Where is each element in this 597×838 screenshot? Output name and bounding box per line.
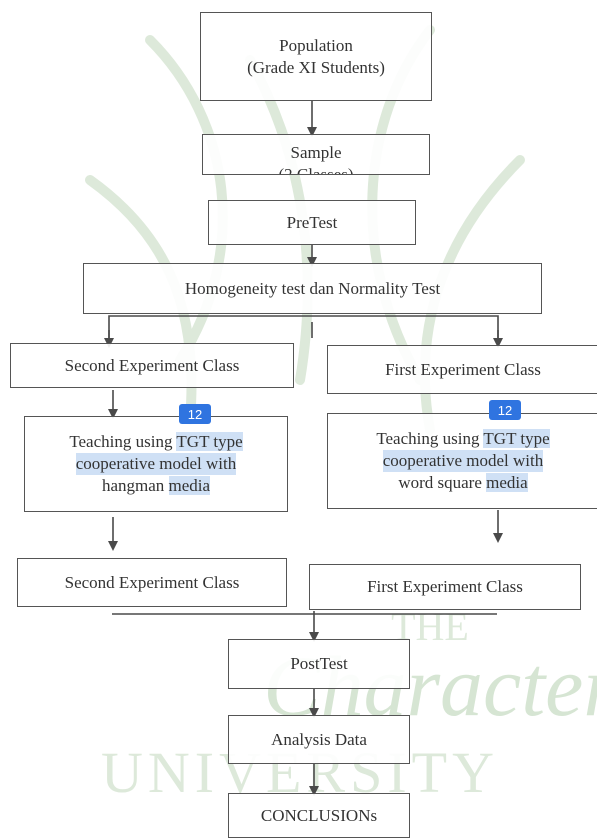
sample-sublabel: (2 Classes) [278, 165, 354, 175]
first-experiment-class-post-label: First Experiment Class [367, 577, 523, 596]
teaching-right-highlight-tgt[interactable]: TGT type [483, 429, 550, 448]
pretest-label: PreTest [286, 212, 338, 232]
sample-box: Sample (2 Classes) [202, 134, 430, 175]
teaching-word-square-box: Teaching using TGT type cooperative mode… [327, 413, 597, 509]
second-experiment-class-post-label: Second Experiment Class [64, 572, 240, 592]
teaching-right-prefix: Teaching using [376, 429, 484, 448]
teaching-left-media-prefix: hangman [101, 476, 169, 495]
first-experiment-class-label: First Experiment Class [385, 359, 541, 379]
second-experiment-class-box: Second Experiment Class [10, 343, 294, 388]
second-experiment-class-post-box: Second Experiment Class [17, 558, 287, 607]
population-label: Population [279, 35, 353, 55]
teaching-right-media-prefix: word square [398, 473, 487, 492]
teaching-hangman-box: Teaching using TGT type cooperative mode… [24, 416, 288, 512]
population-box: Population (Grade XI Students) [200, 12, 432, 101]
connector-homogeneity-split [108, 315, 499, 343]
conclusions-box: CONCLUSIONs [228, 793, 410, 838]
teaching-left-prefix: Teaching using [69, 432, 177, 451]
teaching-left-highlight-model[interactable]: cooperative model with [75, 453, 237, 475]
first-experiment-class-post-box: First Experiment Class [309, 564, 581, 610]
homogeneity-box: Homogeneity test dan Normality Test [83, 263, 542, 314]
sample-label: Sample [290, 143, 342, 162]
posttest-label: PostTest [290, 654, 348, 673]
conclusions-label: CONCLUSIONs [260, 805, 378, 825]
pretest-box: PreTest [208, 200, 416, 245]
analysis-data-box: Analysis Data [228, 715, 410, 764]
population-sublabel: (Grade XI Students) [247, 57, 385, 77]
analysis-data-label: Analysis Data [271, 729, 367, 749]
teaching-left-highlight-tgt[interactable]: TGT type [176, 432, 243, 451]
second-experiment-class-label: Second Experiment Class [64, 355, 240, 375]
teaching-right-highlight-media[interactable]: media [486, 473, 528, 492]
teaching-right-highlight-model[interactable]: cooperative model with [382, 450, 544, 472]
teaching-left-highlight-media[interactable]: media [168, 476, 211, 495]
annotation-badge-right[interactable]: 12 [489, 400, 521, 420]
posttest-box: PostTest [228, 639, 410, 689]
homogeneity-label: Homogeneity test dan Normality Test [184, 278, 441, 298]
first-experiment-class-box: First Experiment Class [327, 345, 597, 394]
annotation-badge-left[interactable]: 12 [179, 404, 211, 424]
